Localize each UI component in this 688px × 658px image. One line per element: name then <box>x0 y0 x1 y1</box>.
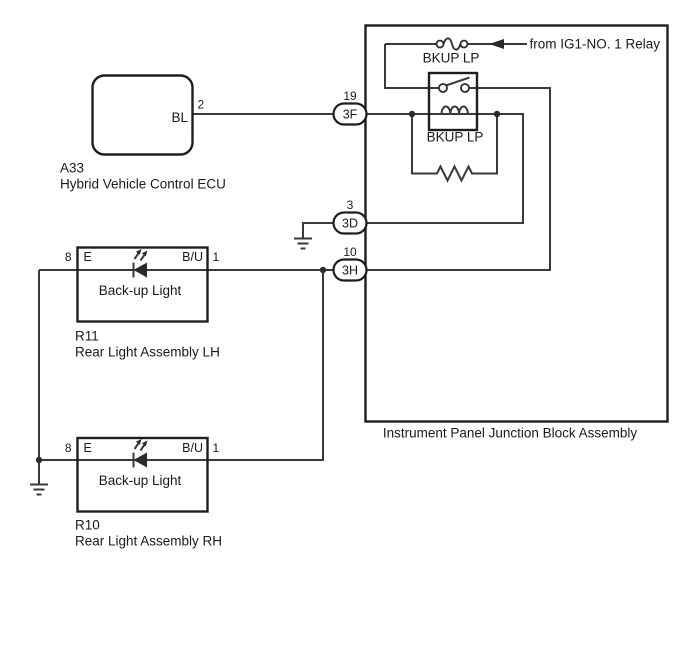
fuse-label: BKUP LP <box>423 51 480 66</box>
connector-3d-pin: 3 <box>347 198 354 212</box>
source-note-label: from IG1-NO. 1 Relay <box>530 37 661 52</box>
wire-resistor-loop <box>411 114 498 183</box>
ecu-name-label: Hybrid Vehicle Control ECU <box>60 177 226 192</box>
relay-coil-icon <box>440 105 469 115</box>
wire-3d-to-ground <box>302 222 334 238</box>
rear-light-lh: 8 E B/U 1 Back-up Light R11 Rear Light A… <box>65 246 220 360</box>
rear-light-lh-component: Back-up Light <box>99 283 182 298</box>
connector-3f-pin: 19 <box>343 89 357 103</box>
led-arrow-head-icon <box>135 439 142 445</box>
connector-3h-id: 3H <box>342 264 358 278</box>
junction-dot <box>35 456 43 464</box>
ecu-code-label: A33 <box>60 161 84 176</box>
led-icon <box>133 262 147 278</box>
rear-light-lh-box <box>76 246 209 323</box>
connector-oval <box>332 211 368 235</box>
relay-switch-terminal-right <box>460 83 470 93</box>
connector-oval <box>332 102 368 126</box>
led-emission-arrows <box>133 441 146 452</box>
ground-3d <box>294 237 312 250</box>
ecu-box <box>91 74 194 156</box>
wires <box>38 43 551 484</box>
rear-light-lh-right-pin: 1 <box>213 250 220 264</box>
ecu-a33: BL 2 A33 Hybrid Vehicle Control ECU <box>60 74 226 192</box>
rear-light-lh-left-terminal: E <box>84 250 92 264</box>
fuse-icon <box>442 37 462 51</box>
junction-dot <box>408 110 416 118</box>
connector-oval <box>332 258 368 282</box>
arrow-left-icon <box>489 39 504 49</box>
fuse-terminal-right <box>459 39 469 49</box>
junction-dot <box>493 110 501 118</box>
wire-switch-to-3h <box>366 87 551 271</box>
rear-light-rh-code: R10 <box>75 518 100 533</box>
relay-label: BKUP LP <box>427 130 484 145</box>
wire-r10-to-3h <box>39 270 324 461</box>
rear-light-lh-left-pin: 8 <box>65 250 72 264</box>
connector-3h-pin: 10 <box>343 245 357 259</box>
rear-light-lh-code: R11 <box>75 329 99 344</box>
ecu-wire-label: BL <box>171 110 188 125</box>
relay-bkup-lp <box>427 71 479 132</box>
rear-light-rh-left-pin: 8 <box>65 441 72 455</box>
ground-icon <box>30 483 48 496</box>
rear-light-rh-left-terminal: E <box>84 441 92 455</box>
led-arrow-head-icon <box>141 440 148 447</box>
connector-3f-id: 3F <box>343 108 358 122</box>
ground-rear-lights <box>30 483 48 496</box>
rear-light-rh-right-pin: 1 <box>213 441 220 455</box>
wire-3f-coil-3d <box>366 113 524 224</box>
ecu-pin-number: 2 <box>198 98 205 112</box>
ground-icon <box>294 237 312 250</box>
junction-block-name: Instrument Panel Junction Block Assembly <box>383 426 638 441</box>
rear-light-lh-right-terminal: B/U <box>182 250 203 264</box>
rear-light-lh-name: Rear Light Assembly LH <box>75 345 220 360</box>
connector-3h: 3H 10 <box>332 245 368 282</box>
junction-dots <box>35 110 501 464</box>
led-emission-arrows <box>133 251 146 262</box>
junction-block-labels: BKUP LP BKUP LP from IG1-NO. 1 Relay Ins… <box>383 37 660 441</box>
fuse-bkup-lp <box>435 37 504 51</box>
wire-fuse-to-switch <box>384 44 439 89</box>
rear-light-rh-box <box>76 436 209 513</box>
led-arrow-head-icon <box>135 249 142 255</box>
rear-light-rh-component: Back-up Light <box>99 473 182 488</box>
connector-3d-id: 3D <box>342 217 358 231</box>
rear-light-rh-right-terminal: B/U <box>182 441 203 455</box>
fuse-terminal-left <box>435 39 445 49</box>
rear-light-rh: 8 E B/U 1 Back-up Light R10 Rear Light A… <box>65 436 222 549</box>
relay-switch-blade <box>445 76 470 87</box>
relay-switch-terminal-left <box>438 83 448 93</box>
connector-3d: 3D 3 <box>332 198 368 235</box>
relay-box <box>427 71 479 132</box>
junction-dot <box>319 266 327 274</box>
led-arrow-head-icon <box>141 250 148 257</box>
led-icon <box>133 452 147 468</box>
rear-light-rh-name: Rear Light Assembly RH <box>75 534 222 549</box>
connector-3f: 3F 19 <box>332 89 368 126</box>
